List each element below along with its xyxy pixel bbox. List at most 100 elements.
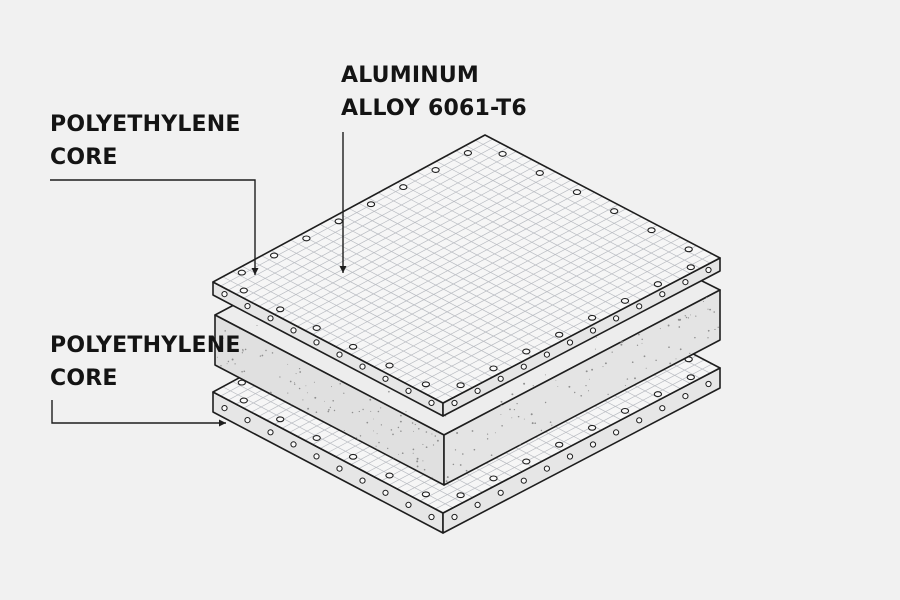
top-sheet-edge-hole — [659, 291, 666, 298]
core-right-speckle-dot — [649, 436, 652, 439]
core-right-speckle-dot — [591, 368, 594, 371]
core-front-speckle-dot — [376, 448, 378, 450]
top-sheet-grid-line — [312, 187, 587, 335]
core-right-speckle-dot — [695, 315, 697, 317]
core-front-speckle-dot — [380, 407, 382, 409]
core-front-speckle-dot — [343, 429, 345, 432]
bottom-sheet-edge-hole — [566, 453, 574, 460]
top-sheet-grid-line — [320, 192, 595, 339]
core-top-speckle-dot — [272, 232, 274, 234]
core-front-speckle-dot — [390, 429, 393, 431]
core-right-speckle-dot — [446, 476, 449, 479]
core-front-speckle-dot — [324, 400, 326, 402]
core-front-speckle-dot — [269, 391, 272, 394]
core-right-speckle-dot — [452, 463, 455, 466]
core-front-speckle-dot — [306, 468, 308, 471]
core-front-speckle-dot — [315, 411, 318, 413]
core-front-speckle-dot — [332, 399, 335, 402]
top-sheet-hole — [653, 281, 663, 288]
top-sheet-edge-hole — [290, 327, 297, 334]
core-top-speckle-dot — [256, 324, 258, 327]
top-sheet-grid-line — [281, 171, 556, 319]
core-top-speckle-dot — [532, 385, 534, 387]
core-right-speckle-dot — [714, 354, 716, 356]
core-front-speckle-dot — [239, 470, 241, 472]
top-sheet-hole — [684, 246, 693, 253]
core-right-speckle-dot — [707, 337, 709, 339]
top-sheet-hole — [421, 381, 431, 388]
core-front-speckle-dot — [307, 407, 310, 410]
core-front-speckle-dot — [218, 469, 221, 472]
core-right-speckle-dot — [715, 405, 717, 407]
top-sheet-grid-line — [358, 212, 634, 359]
core-right-speckle-dot — [620, 450, 622, 452]
top-sheet-hole — [431, 167, 440, 173]
core-right-speckle-dot — [494, 432, 496, 434]
bottom-sheet-hole — [587, 424, 597, 431]
core-top-speckle-dot — [588, 176, 590, 179]
core-top-speckle-dot — [523, 382, 526, 385]
core-right-speckle-dot — [611, 351, 613, 353]
core-front-speckle-dot — [412, 448, 415, 451]
core-top-speckle-dot — [691, 426, 693, 428]
core-front-speckle-dot — [393, 457, 395, 459]
core-right-speckle-dot — [602, 366, 604, 368]
top-sheet-edge-hole — [336, 351, 343, 358]
core-top-speckle-dot — [336, 207, 339, 210]
core-right-speckle-dot — [655, 359, 657, 362]
core-right-speckle-dot — [511, 417, 513, 419]
leader-lines — [50, 132, 347, 427]
core-right-speckle-dot — [634, 377, 636, 380]
bottom-sheet-edge-hole — [705, 380, 712, 388]
core-front-speckle-dot — [398, 454, 399, 455]
core-right-speckle-dot — [568, 385, 571, 388]
core-front-speckle-dot — [362, 408, 364, 411]
core-right-speckle-dot — [616, 442, 618, 445]
core-right-speckle-dot — [640, 480, 643, 483]
bottom-sheet-hole — [522, 458, 531, 465]
core-right-speckle-dot — [462, 453, 464, 455]
top-sheet-hole — [348, 343, 358, 350]
core-front-speckle-dot — [249, 471, 251, 474]
top-sheet-grid-line — [404, 237, 681, 384]
bottom-sheet-edge-hole — [474, 501, 481, 508]
core-right-speckle-dot — [690, 314, 691, 316]
top-sheet-hole — [489, 365, 498, 372]
core-front-speckle-dot — [436, 439, 439, 442]
top-sheet-hole — [399, 184, 408, 191]
core-right-speckle-dot — [717, 326, 719, 328]
core-right-speckle-dot — [675, 422, 677, 425]
top-sheet-hole — [572, 189, 582, 196]
core-right-speckle-dot — [679, 348, 682, 351]
core-right-speckle-dot — [713, 428, 715, 430]
callout-bottom-left-line1: POLYETHYLENE — [50, 333, 241, 358]
top-sheet-edge-hole — [682, 279, 689, 286]
leader-bottom-left — [51, 400, 226, 427]
callout-polyethylene-core-bottom: POLYETHYLENE CORE — [50, 329, 241, 395]
core-right-speckle-dot — [706, 458, 708, 460]
core-right-speckle-dot — [669, 475, 672, 478]
core-front-speckle-dot — [266, 451, 269, 454]
core-front-speckle-dot — [227, 360, 230, 363]
core-right-speckle-dot — [611, 453, 613, 455]
top-sheet-edge-hole — [451, 399, 458, 407]
bottom-sheet-hole — [237, 379, 246, 386]
top-sheet-edge-hole — [405, 387, 412, 394]
bottom-sheet-edge-hole — [382, 489, 389, 496]
core-right-speckle-dot — [702, 300, 705, 303]
core-front-speckle-dot — [378, 441, 380, 444]
core-right-speckle-dot — [683, 469, 685, 471]
core-top-speckle-dot — [405, 411, 407, 413]
top-sheet-hole — [535, 170, 544, 176]
core-front-speckle-dot — [298, 367, 301, 370]
core-right-face — [443, 289, 721, 486]
top-sheet-edge-hole — [244, 303, 251, 310]
core-front-speckle-dot — [289, 380, 292, 383]
core-right-speckle-dot — [553, 476, 555, 478]
core-right-speckle-dot — [456, 432, 459, 434]
core-right-speckle-dot — [699, 434, 701, 437]
core-front-speckle-dot — [305, 385, 307, 387]
core-front-speckle-dot — [377, 410, 380, 413]
bottom-sheet-hole — [385, 472, 394, 479]
core-right-speckle-dot — [661, 424, 664, 426]
